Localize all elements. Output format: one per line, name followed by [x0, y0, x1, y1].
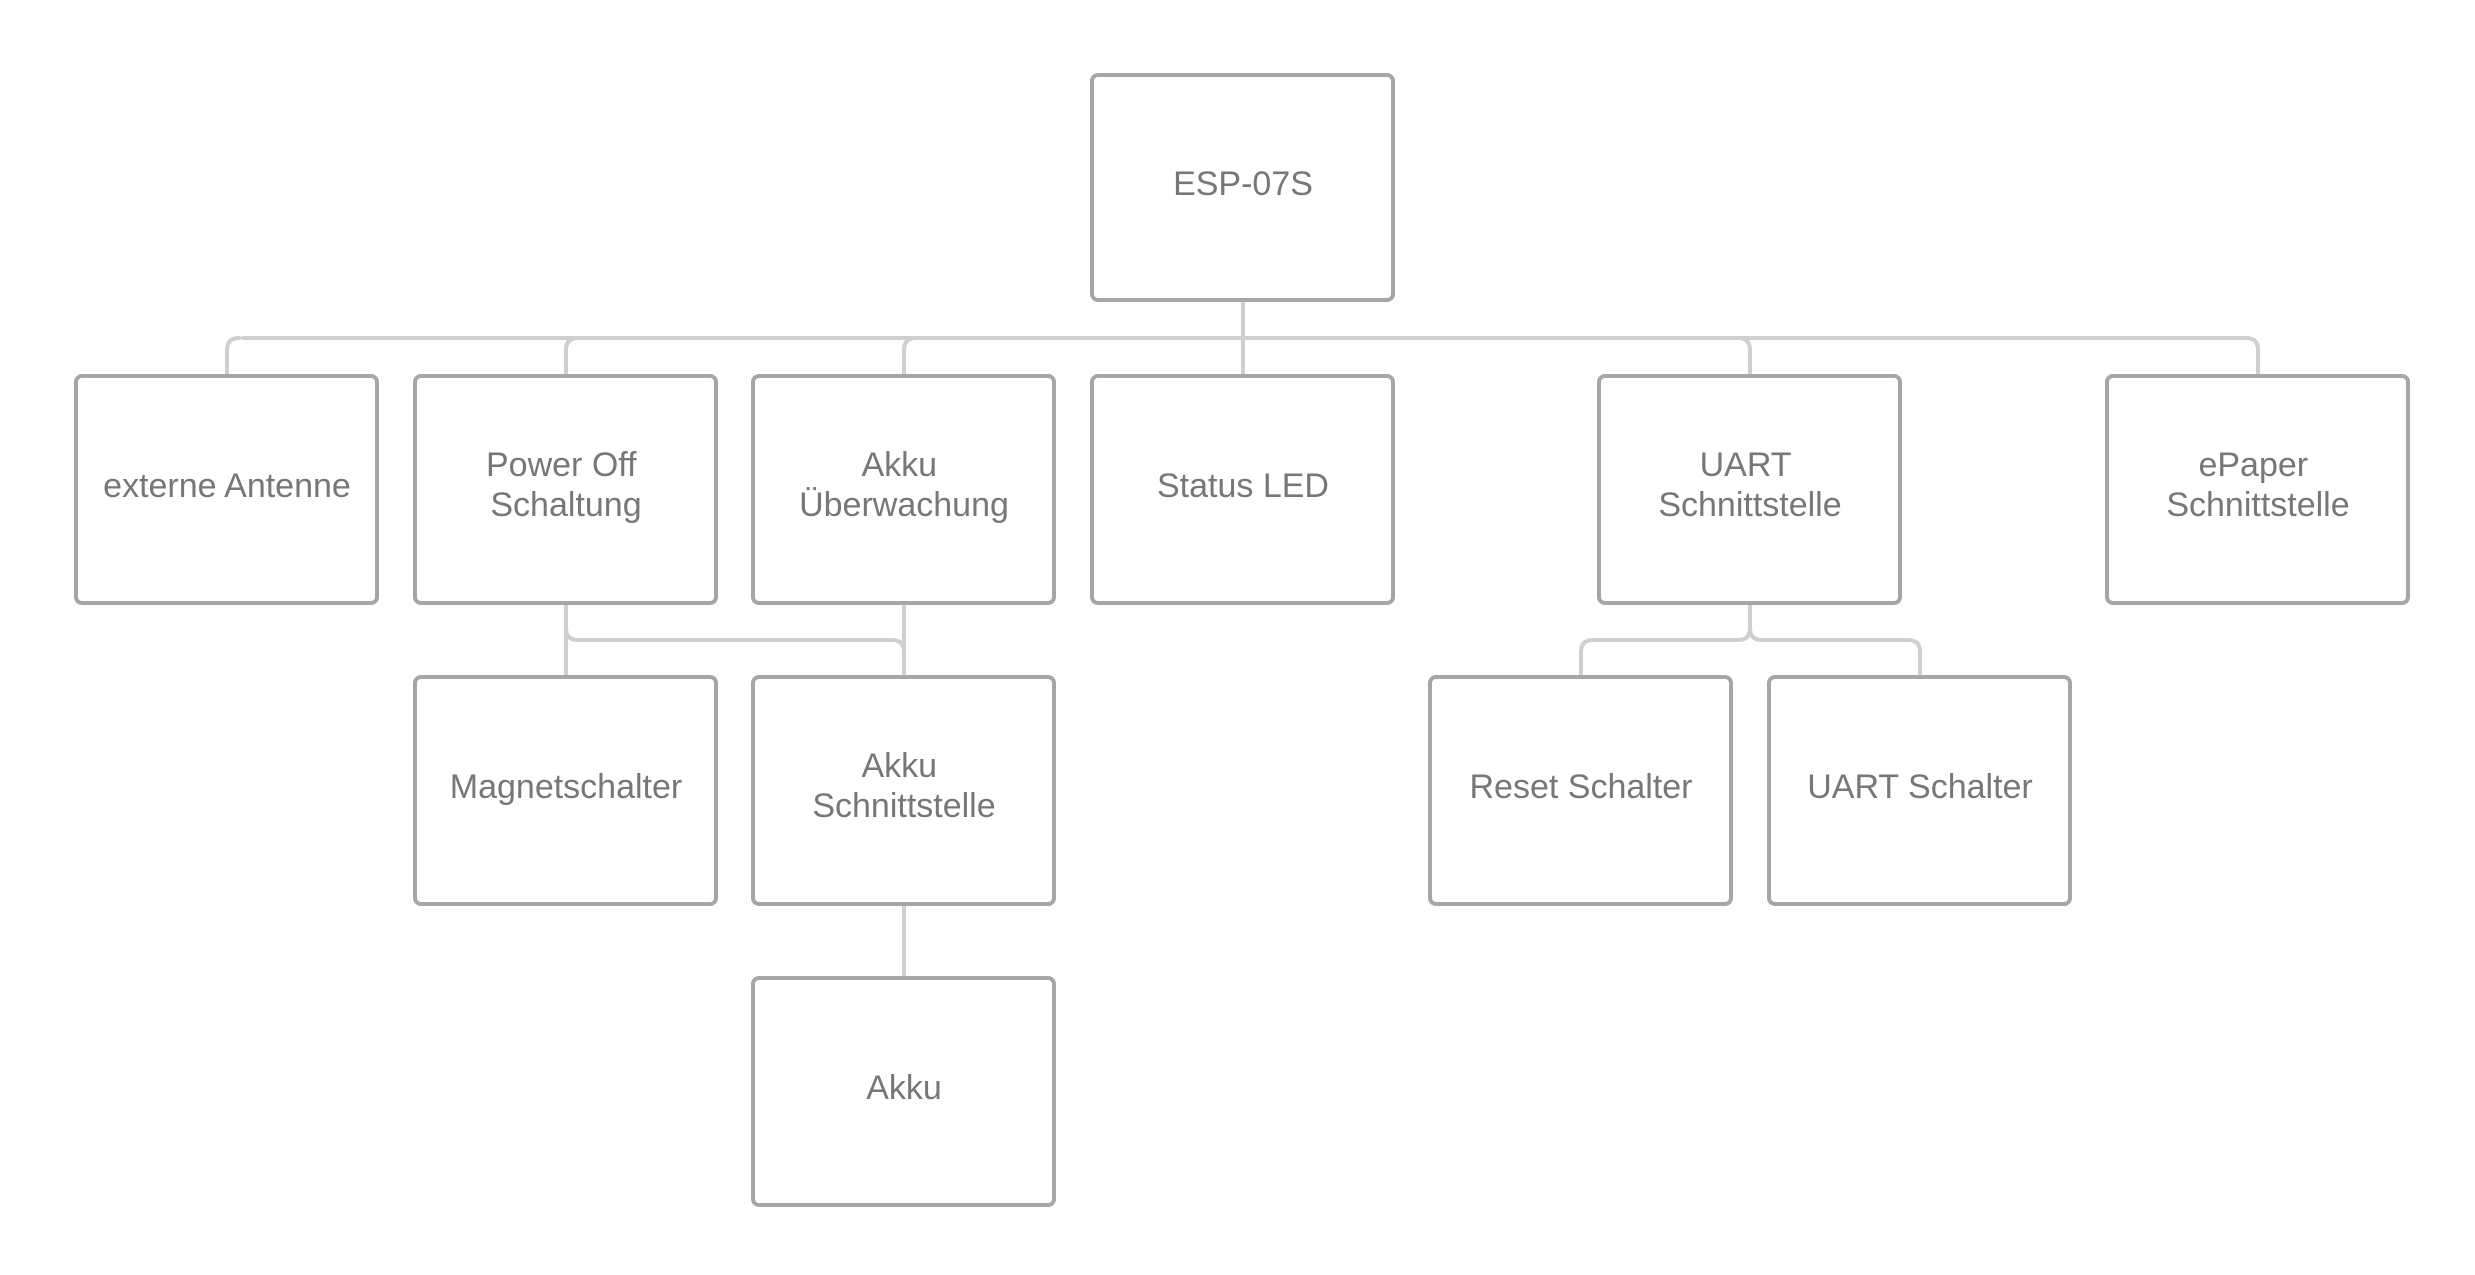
node-label: Akku Überwachung — [799, 446, 1009, 524]
node-label-line-1: Power Off — [486, 446, 637, 484]
node-label: Akku — [866, 1069, 942, 1107]
edge-esp07s-akku-ueberwachung — [902, 336, 918, 378]
node-box — [751, 976, 1056, 1207]
node-label: ESP-07S — [1173, 165, 1313, 203]
node-box — [751, 374, 1056, 605]
edge-esp07s-uart-schnittstelle — [1736, 336, 1752, 378]
node-label-line-2: Schnittstelle — [1658, 486, 1841, 524]
node-label-line-2: Schnittstelle — [812, 787, 995, 825]
node-label-line-1: Akku — [861, 747, 937, 785]
node-box — [2105, 374, 2410, 605]
node-label: externe Antenne — [103, 467, 351, 505]
node-label-line-2: Überwachung — [799, 486, 1009, 524]
node-label: Status LED — [1157, 467, 1329, 505]
node-label-line-1: Akku — [861, 446, 937, 484]
node-box — [751, 675, 1056, 906]
node-label-line-1: ePaper — [2198, 446, 2308, 484]
node-label: UART Schalter — [1807, 768, 2033, 806]
node-epaper-schnittstelle[interactable]: ePaper Schnittstelle — [2105, 374, 2410, 605]
node-box — [74, 374, 379, 605]
node-label-line-2: Schnittstelle — [2166, 486, 2349, 524]
node-akku-schnittstelle[interactable]: Akku Schnittstelle — [751, 675, 1056, 906]
connectors — [225, 298, 2260, 980]
node-magnetschalter[interactable]: Magnetschalter — [413, 675, 718, 906]
edge-uart-schnittstelle-uart-schalter — [1748, 626, 1922, 679]
edge-esp07s-antenne — [225, 336, 241, 378]
node-status-led[interactable]: Status LED — [1090, 374, 1395, 605]
node-reset-schalter[interactable]: Reset Schalter — [1428, 675, 1733, 906]
node-label: Magnetschalter — [450, 768, 682, 806]
node-box — [413, 374, 718, 605]
node-label: UART Schnittstelle — [1658, 446, 1841, 524]
node-box — [1090, 73, 1395, 302]
node-uart-schnittstelle[interactable]: UART Schnittstelle — [1597, 374, 1902, 605]
edge-uart-schnittstelle-reset-schalter — [1579, 601, 1752, 679]
node-label: Reset Schalter — [1470, 768, 1693, 806]
nodes: ESP-07S externe Antenne Power Off Schalt… — [74, 73, 2410, 1207]
node-label-line-1: UART — [1700, 446, 1791, 484]
node-label: Power Off Schaltung — [486, 446, 646, 524]
node-box — [1428, 675, 1733, 906]
node-externe-antenne[interactable]: externe Antenne — [74, 374, 379, 605]
edge-esp07s-power-off — [564, 336, 580, 378]
node-label: Akku Schnittstelle — [812, 747, 995, 825]
node-uart-schalter[interactable]: UART Schalter — [1767, 675, 2072, 906]
node-label: ePaper Schnittstelle — [2166, 446, 2349, 524]
node-esp07s[interactable]: ESP-07S — [1090, 73, 1395, 302]
node-box — [1597, 374, 1902, 605]
node-power-off-schaltung[interactable]: Power Off Schaltung — [413, 374, 718, 605]
node-akku[interactable]: Akku — [751, 976, 1056, 1207]
node-box — [1767, 675, 2072, 906]
edge-esp07s-epaper — [2244, 336, 2260, 378]
node-box — [413, 675, 718, 906]
node-label-line-2: Schaltung — [490, 486, 641, 524]
node-box — [1090, 374, 1395, 605]
node-akku-ueberwachung[interactable]: Akku Überwachung — [751, 374, 1056, 605]
edge-power-off-akku-schnittstelle — [564, 626, 906, 679]
